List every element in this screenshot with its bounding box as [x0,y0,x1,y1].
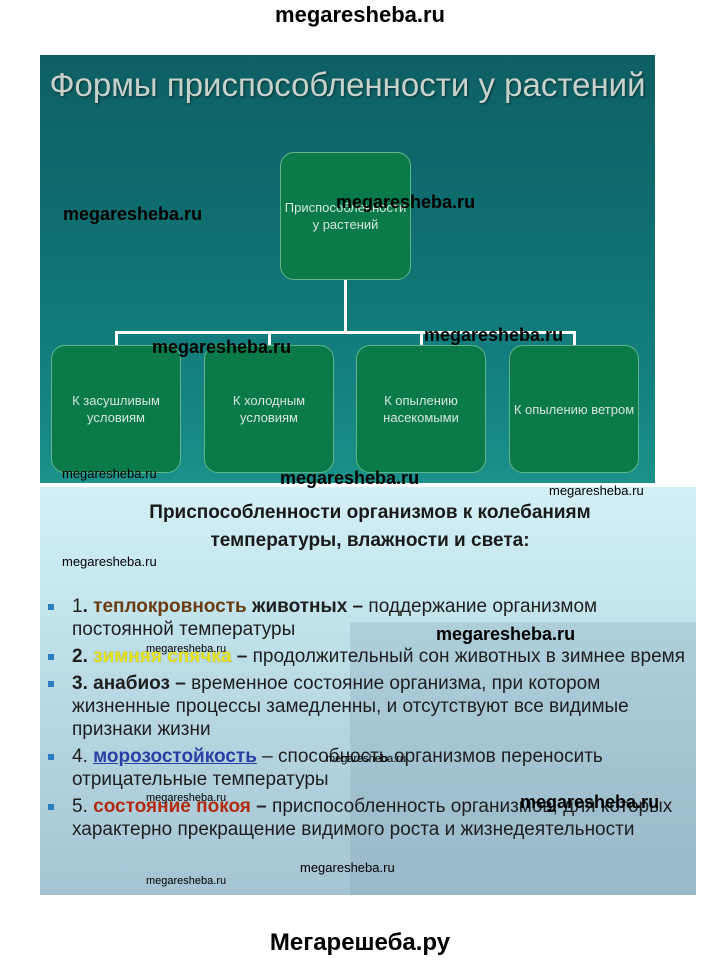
item-definition: поддержание организмом постоянной темпер… [72,596,598,640]
list-item: 1. теплокровность животных – поддержание… [48,595,688,641]
watermark-text: megaresheba.ru [549,483,644,498]
item-number: 5. [72,796,94,817]
slide-organism-adaptations: Приспособленности организмов к колебания… [40,487,696,895]
watermark-text: megaresheba.ru [152,337,292,357]
item-definition: приспособленность организмов, для которы… [72,796,673,840]
leaf-label: К засушливым условиям [72,393,160,425]
item-dash: – [250,796,267,817]
item-term: морозостойкость [93,746,257,767]
bullet-icon [48,654,54,660]
item-term: состояние покоя [93,796,251,817]
connector-line [115,331,118,346]
list-item: 3. анабиоз – временное состояние организ… [48,672,688,741]
watermark-text: megaresheba.ru [62,466,157,481]
list-item: 5. состояние покоя – приспособленность о… [48,795,688,841]
root-node-label: Приспособленности у растений [284,200,407,232]
watermark-text: megaresheba.ru [280,468,420,488]
slide-heading: Приспособленности организмов к колебания… [149,502,591,551]
item-dash: – [347,596,364,617]
item-definition: временное состояние организма, при котор… [72,673,629,740]
diagram-leaf-drought: К засушливым условиям [51,345,181,473]
diagram-root-node: Приспособленности у растений [280,152,411,280]
watermark-text: megaresheba.ru [336,192,476,212]
item-number: 1 [72,596,83,617]
watermark-text: megaresheba.ru [300,860,395,875]
item-definition: способность организмов переносить отрица… [72,746,603,790]
bullet-list: 1. теплокровность животных – поддержание… [48,595,688,845]
watermark-text: megaresheba.ru [520,792,660,812]
leaf-label: К опылению насекомыми [383,393,459,425]
connector-line [573,331,576,346]
slide-title: Формы приспособленности у растений [49,66,646,103]
watermark-text: megaresheba.ru [146,643,227,655]
site-footer: Мегарешеба.ру [269,929,451,956]
diagram-leaf-cold: К холодным условиям [204,345,334,473]
bullet-icon [48,804,54,810]
background-shade [350,622,696,895]
list-item: 4. морозостойкость – способность организ… [48,745,688,791]
bullet-icon [48,754,54,760]
leaf-label: К опылению ветром [513,401,635,417]
item-term-suffix: животных [251,596,348,617]
item-number: 2. [72,646,94,667]
leaf-label: К холодным условиям [232,393,306,425]
bullet-icon [48,681,54,687]
site-header: megaresheba.ru [275,2,445,27]
watermark-text: megaresheba.ru [146,792,227,804]
connector-line [420,331,423,346]
connector-line [344,280,347,332]
slide-plant-adaptations: Формы приспособленности у растений Присп… [40,55,655,483]
item-number: 4. [72,746,94,767]
item-definition: продолжительный сон животных в зимнее вр… [247,646,685,667]
watermark-text: megaresheba.ru [424,325,564,345]
watermark-text: megaresheba.ru [62,554,157,569]
watermark-text: megaresheba.ru [63,204,203,224]
item-dash: – [231,646,248,667]
watermark-text: megaresheba.ru [326,753,407,765]
watermark-text: megaresheba.ru [436,624,576,644]
item-term: теплокровность [93,596,247,617]
connector-line [115,331,575,334]
connector-line [268,331,271,346]
item-term: зимняя спячка [93,646,232,667]
item-dash: – [169,673,186,694]
item-dash: – [256,746,273,767]
list-item: 2. зимняя спячка – продолжительный сон ж… [48,645,688,668]
bullet-icon [48,604,54,610]
watermark-text: megaresheba.ru [146,875,227,887]
item-number: 3. [72,673,94,694]
diagram-leaf-wind-pollination: К опылению ветром [509,345,639,473]
item-term: анабиоз [93,673,170,694]
diagram-leaf-insect-pollination: К опылению насекомыми [356,345,486,473]
